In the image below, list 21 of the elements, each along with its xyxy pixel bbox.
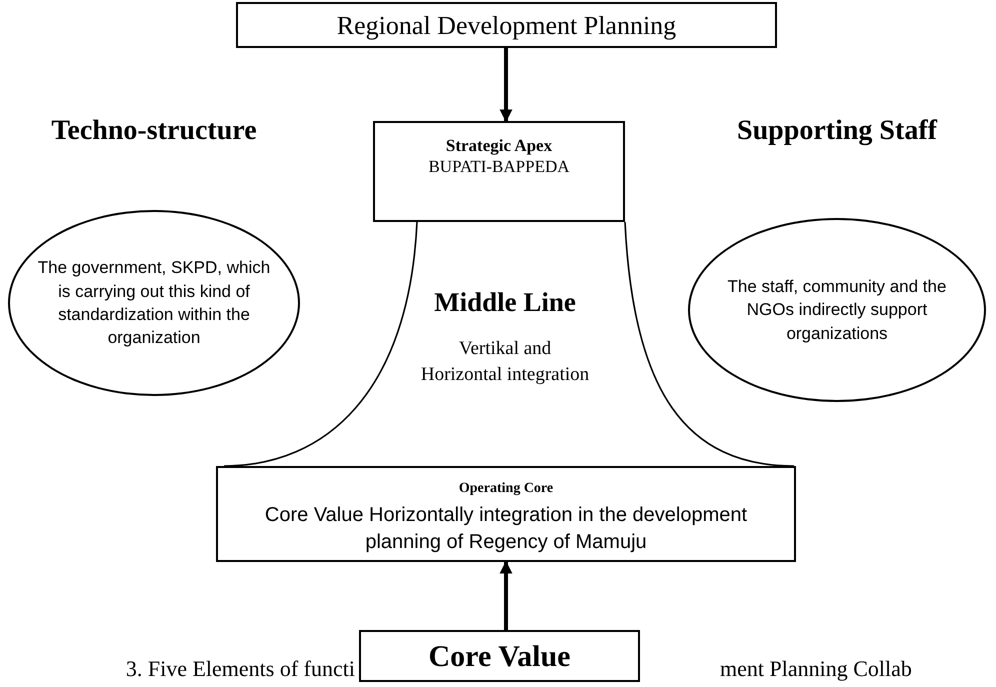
process-box [216,466,796,562]
caption-fragment: ment Planning Collab [719,655,913,683]
region-text: Vertikal and Horizontal integration [420,337,590,388]
box-text: BUPATI-BAPPEDA [428,156,570,178]
box-text: Core Value Horizontally integration in the development planning of Regency of Mamuju [264,502,748,555]
ellipse-text: The staff, community and the NGOs indirectly support organizations [726,276,948,345]
heading-text: Techno-structure [50,114,258,148]
region-title: Middle Line [433,286,577,319]
ellipse-text: The government, SKPD, which is carrying out this kind of standardization within the organization [36,257,272,350]
box-title: Core Value [428,638,570,674]
process-box [373,121,625,222]
arrow [500,48,512,122]
box-title: Regional Development Planning [336,10,676,42]
box-title: Strategic Apex [446,135,552,156]
box-title: Operating Core [458,480,554,498]
caption-fragment: 3. Five Elements of functi [124,655,355,683]
curved-line [224,222,418,467]
curved-line [624,222,794,467]
process-box [359,630,640,682]
process-box [236,2,777,48]
heading-text: Supporting Staff [736,114,938,148]
